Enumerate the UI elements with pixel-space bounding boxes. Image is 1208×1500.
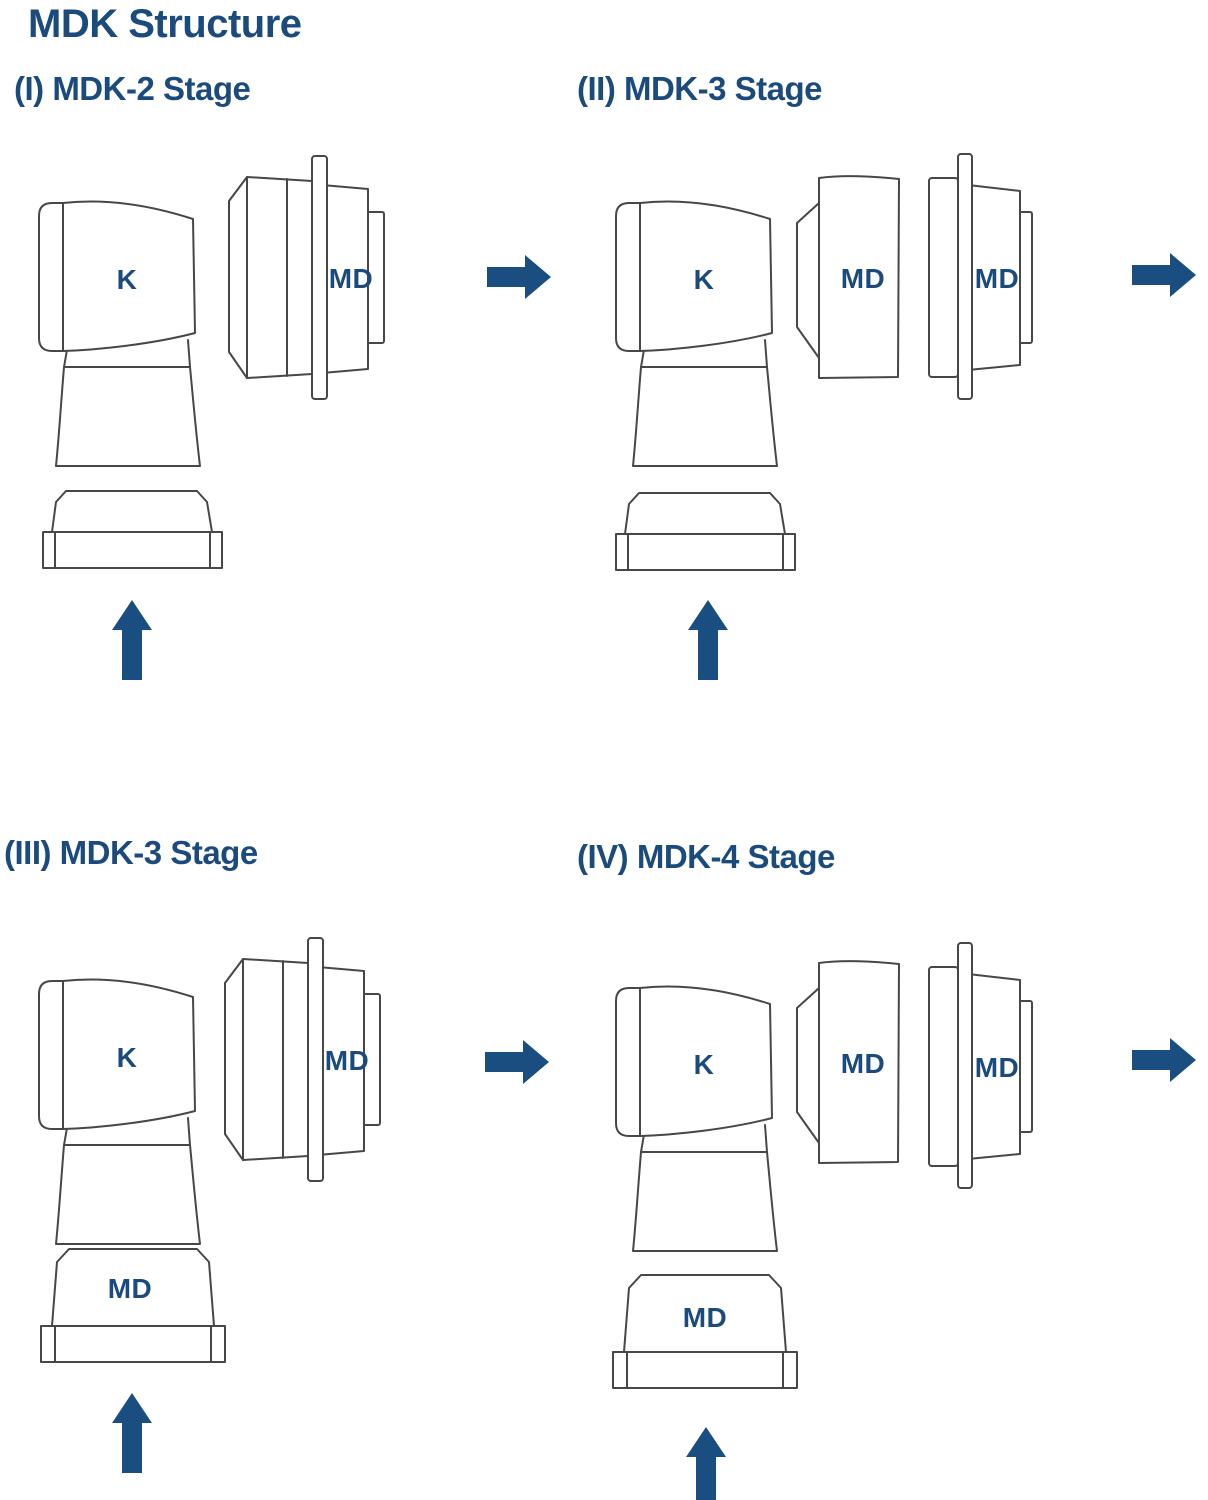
arrow-right-icon (1132, 253, 1196, 297)
stage-1-heading: (I) MDK-2 Stage (14, 70, 251, 107)
arrow-up-icon (112, 600, 152, 680)
page-title: MDK Structure (28, 2, 302, 46)
stage-1-diagram: K MD (38, 155, 551, 680)
stage-4-heading: (IV) MDK-4 Stage (577, 838, 835, 875)
md-label: MD (841, 263, 886, 294)
base-drawing (42, 490, 223, 569)
k-unit-drawing (615, 200, 778, 467)
md-label: MD (841, 1048, 886, 1079)
arrow-up-icon (688, 600, 728, 680)
k-label: K (117, 264, 138, 295)
base-md-label: MD (683, 1302, 728, 1333)
md-label: MD (329, 263, 374, 294)
arrow-up-icon (686, 1427, 726, 1500)
arrow-right-icon (485, 1040, 549, 1084)
stage-4-diagram: K MD MD MD (612, 942, 1196, 1500)
k-label: K (117, 1042, 138, 1073)
base-md-label: MD (108, 1273, 153, 1304)
arrow-up-icon (112, 1393, 152, 1473)
k-unit-drawing (38, 978, 201, 1245)
base-md-drawing (40, 1248, 226, 1363)
k-unit-drawing (615, 985, 778, 1252)
k-label: K (694, 1049, 715, 1080)
k-label: K (694, 264, 715, 295)
stage-2-diagram: K MD MD (615, 153, 1196, 680)
arrow-right-icon (1132, 1038, 1196, 1082)
base-drawing (615, 492, 796, 571)
stage-3-heading: (III) MDK-3 Stage (4, 834, 258, 871)
arrow-right-icon (487, 255, 551, 299)
md-label: MD (975, 1052, 1020, 1083)
k-unit-drawing (38, 200, 201, 467)
stage-3-diagram: K MD MD (38, 937, 549, 1473)
md-label: MD (325, 1045, 370, 1076)
stage-2-heading: (II) MDK-3 Stage (577, 70, 823, 107)
md-label: MD (975, 263, 1020, 294)
